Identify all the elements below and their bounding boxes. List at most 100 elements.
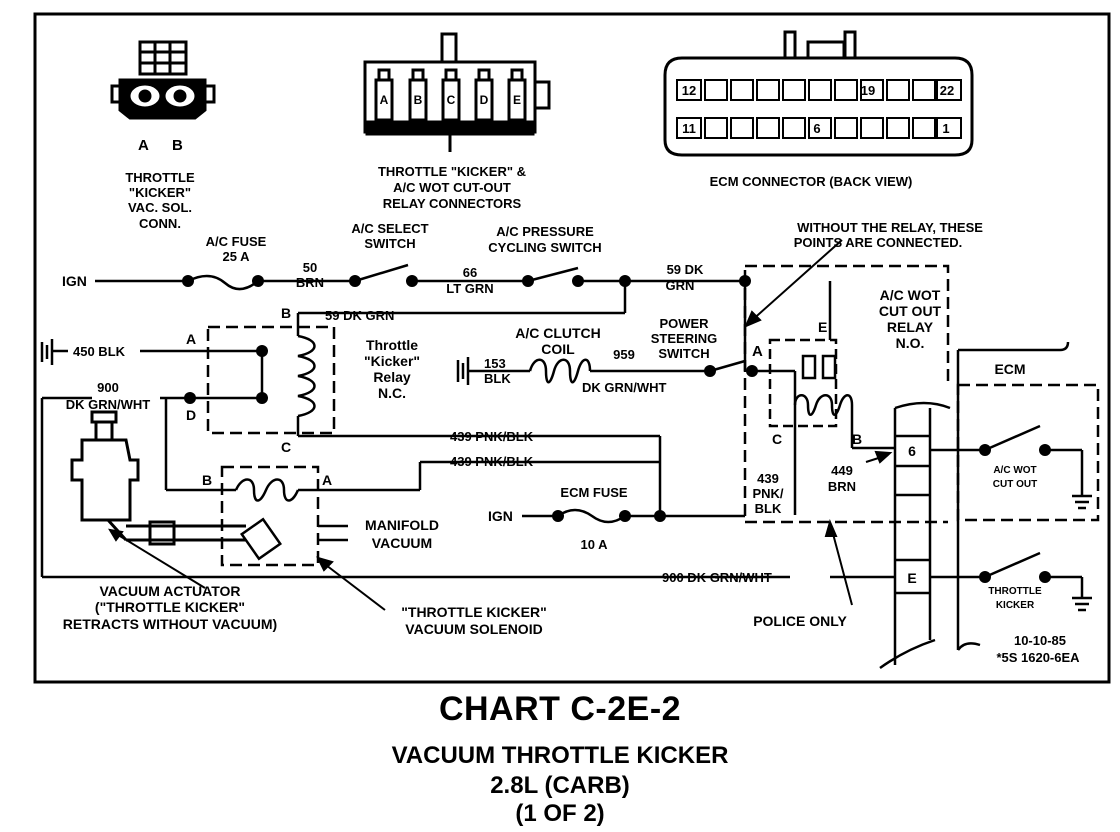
top-circuit xyxy=(95,263,745,336)
ecm-pin-19: 19 xyxy=(861,83,875,98)
ac-fuse-label-1: A/C FUSE xyxy=(206,234,267,249)
kicker-relay xyxy=(140,325,662,516)
wire-959-label-2: DK GRN/WHT xyxy=(582,380,667,395)
relay-connector xyxy=(363,32,551,152)
ecm-pin-22: 22 xyxy=(940,83,954,98)
wire-439-c-label-3: BLK xyxy=(755,501,782,516)
kicker-relay-label-1: Throttle xyxy=(366,337,418,353)
power-steering-label-2: STEERING xyxy=(651,331,717,346)
wire-50-label-1: 50 xyxy=(303,260,317,275)
ecm-pin-6: 6 xyxy=(813,121,820,136)
relay-pin-a: A xyxy=(380,93,389,107)
ecm-pin-12: 12 xyxy=(682,83,696,98)
wot-relay-label-2: CUT OUT xyxy=(879,303,942,319)
wot-relay-label-4: N.O. xyxy=(896,335,925,351)
kicker-connector xyxy=(110,40,216,120)
diagram-frame xyxy=(33,12,1111,684)
wire-153-label-1: 153 xyxy=(484,356,506,371)
power-steering-label-3: SWITCH xyxy=(658,346,709,361)
wot-relay xyxy=(743,264,950,524)
wire-66-label-1: 66 xyxy=(463,265,477,280)
relay-pin-c: C xyxy=(447,93,456,107)
wire-59-b-label: 59 DK GRN xyxy=(325,308,394,323)
ecm-fuse-circuit xyxy=(522,508,660,524)
ign-label: IGN xyxy=(62,273,87,289)
ecm-pin-6-label: 6 xyxy=(908,443,916,459)
wot-relay-label-1: A/C WOT xyxy=(880,287,941,303)
vacuum-actuator xyxy=(70,410,246,546)
without-relay-label-2: POINTS ARE CONNECTED. xyxy=(794,235,963,250)
relay-pin-d: D xyxy=(480,93,489,107)
kicker-label-1: THROTTLE xyxy=(125,170,195,185)
kicker-pin-a: A xyxy=(138,137,149,154)
clutch-circuit xyxy=(456,357,797,518)
relay-connector-label-3: RELAY CONNECTORS xyxy=(383,196,522,211)
ac-pressure-label-1: A/C PRESSURE xyxy=(496,224,594,239)
wire-900-left-1: 900 xyxy=(97,380,119,395)
kicker-label-2: "KICKER" xyxy=(129,185,191,200)
throttle-kicker-ecm-label-1: THROTTLE xyxy=(988,586,1042,597)
pin-b-wot: B xyxy=(852,431,862,447)
pin-a-kicker-relay: A xyxy=(186,331,196,347)
vacuum-actuator-label-3: RETRACTS WITHOUT VACUUM) xyxy=(63,616,277,632)
ac-select-label-2: SWITCH xyxy=(364,236,415,251)
pin-c-wot: C xyxy=(772,431,782,447)
pin-d-kicker-relay: D xyxy=(186,407,196,423)
pin-a-solenoid: A xyxy=(322,472,332,488)
wire-59-top-label-1: 59 DK xyxy=(667,262,704,277)
pin-b-solenoid: B xyxy=(202,472,212,488)
chart-subtitle-2: 2.8L (CARB) xyxy=(490,772,630,799)
wire-900-bottom-label: 900 DK GRN/WHT xyxy=(662,570,772,585)
wire-439-c-label-1: 439 xyxy=(757,471,779,486)
wire-66-label-2: LT GRN xyxy=(446,281,493,296)
ecm-connector xyxy=(663,30,974,157)
ecm-pin-e-label: E xyxy=(907,570,916,586)
relay-pin-b: B xyxy=(414,93,423,107)
wire-959-label-1: 959 xyxy=(613,347,635,362)
wire-449-label-2: BRN xyxy=(828,479,856,494)
ecm-fuse-label-2: 10 A xyxy=(581,537,609,552)
wiring-diagram: A B THROTTLE "KICKER" VAC. SOL. CONN. A … xyxy=(33,12,1111,684)
ac-select-label-1: A/C SELECT xyxy=(351,221,428,236)
wire-439-c-label-2: PNK/ xyxy=(752,486,783,501)
ground-450 xyxy=(40,339,68,365)
chart-title: CHART C-2E-2 xyxy=(438,690,682,728)
date-label: 10-10-85 xyxy=(1014,633,1066,648)
ecm-block xyxy=(879,341,1100,670)
kicker-pin-b: B xyxy=(172,137,183,154)
kicker-label-3: VAC. SOL. xyxy=(128,200,192,215)
ecm-pin-1: 1 xyxy=(942,121,949,136)
pin-e-wot: E xyxy=(818,319,827,335)
ac-clutch-label-2: COIL xyxy=(541,341,575,357)
pin-a-wot: A xyxy=(752,343,763,360)
kicker-relay-nodes xyxy=(184,345,268,404)
manifold-label-1: MANIFOLD xyxy=(365,517,439,533)
wot-relay-label-3: RELAY xyxy=(887,319,934,335)
relay-connector-label-1: THROTTLE "KICKER" & xyxy=(378,164,526,179)
callout-lines xyxy=(108,239,893,611)
ac-fuse-label-2: 25 A xyxy=(223,249,251,264)
kicker-label-4: CONN. xyxy=(139,216,181,231)
chart-subtitle-1: VACUUM THROTTLE KICKER xyxy=(391,742,729,769)
ecm-fuse-nodes xyxy=(552,510,666,522)
relay-connector-label-2: A/C WOT CUT-OUT xyxy=(393,180,511,195)
kicker-relay-label-4: N.C. xyxy=(378,385,406,401)
ac-wot-cutout-label-1: A/C WOT xyxy=(993,465,1036,476)
ac-clutch-label-1: A/C CLUTCH xyxy=(515,325,601,341)
ecm-nodes xyxy=(979,444,1051,583)
vacuum-actuator-label-1: VACUUM ACTUATOR xyxy=(99,583,240,599)
police-only-label: POLICE ONLY xyxy=(753,613,847,629)
ecm-label: ECM xyxy=(994,361,1025,377)
wire-439-a-label: 439 PNK/BLK xyxy=(450,429,534,444)
pin-c-kicker-relay: C xyxy=(281,439,291,455)
ac-wot-cutout-label-2: CUT OUT xyxy=(993,479,1037,490)
wire-900-left-2: DK GRN/WHT xyxy=(66,397,151,412)
throttle-kicker-ecm-label-2: KICKER xyxy=(996,600,1035,611)
ref-label: *5S 1620-6EA xyxy=(996,650,1080,665)
vacuum-actuator-label-2: ("THROTTLE KICKER" xyxy=(95,599,245,615)
ign2-label: IGN xyxy=(488,508,513,524)
kicker-relay-label-3: Relay xyxy=(373,369,411,385)
ecm-pin-11: 11 xyxy=(682,121,696,136)
vacuum-solenoid xyxy=(220,465,348,567)
top-circuit-nodes xyxy=(182,275,751,287)
